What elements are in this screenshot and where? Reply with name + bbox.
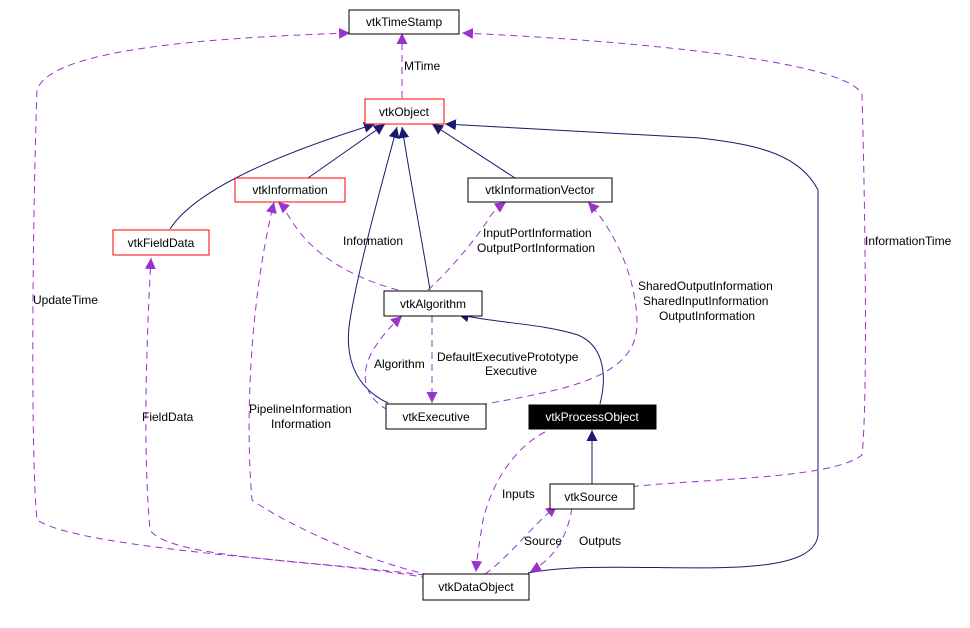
label-algorithm: Algorithm xyxy=(374,357,425,371)
edge-dataobject-to-object xyxy=(444,119,819,574)
edge-algorithm-information xyxy=(277,201,399,291)
nodes: vtkTimeStamp vtkObject vtkInformation vt… xyxy=(112,9,657,601)
inheritance-edges xyxy=(169,119,819,574)
node-label: vtkAlgorithm xyxy=(400,297,466,311)
edge-algorithm-to-object xyxy=(398,126,431,291)
label-source: Source xyxy=(524,534,562,548)
label-update-time: UpdateTime xyxy=(33,293,98,307)
node-vtk-information[interactable]: vtkInformation xyxy=(234,177,346,203)
edge-dataobject-fielddata xyxy=(144,257,429,579)
edge-algorithm-port-information xyxy=(427,201,507,291)
node-label: vtkTimeStamp xyxy=(366,15,443,29)
edge-information-to-object xyxy=(307,123,386,179)
label-shared-output-information: SharedOutputInformation xyxy=(638,279,773,293)
label-default-executive-prototype: DefaultExecutivePrototype xyxy=(437,350,579,364)
label-field-data: FieldData xyxy=(142,410,194,424)
node-label: vtkInformationVector xyxy=(485,183,594,197)
node-label: vtkSource xyxy=(564,490,618,504)
label-executive: Executive xyxy=(485,364,537,378)
edge-informationvector-to-object xyxy=(431,123,516,179)
label-inputs: Inputs xyxy=(502,487,535,501)
label-output-port-information: OutputPortInformation xyxy=(477,241,595,255)
node-vtk-data-object[interactable]: vtkDataObject xyxy=(422,573,530,601)
node-vtk-object[interactable]: vtkObject xyxy=(364,98,445,125)
edge-executive-algorithm xyxy=(364,315,403,411)
label-pipeline-information: PipelineInformation xyxy=(249,402,352,416)
node-vtk-field-data[interactable]: vtkFieldData xyxy=(112,229,210,256)
label-mtime: MTime xyxy=(404,59,441,73)
node-vtk-process-object[interactable]: vtkProcessObject xyxy=(528,404,657,430)
edge-inputs xyxy=(471,431,546,573)
edge-executive-to-object xyxy=(347,126,400,404)
label-shared-input-information: SharedInputInformation xyxy=(643,294,768,308)
label-outputs: Outputs xyxy=(579,534,621,548)
edge-dataobject-pipeline-information xyxy=(248,201,431,576)
label-input-port-information: InputPortInformation xyxy=(483,226,592,240)
edge-fielddata-to-object xyxy=(169,122,376,230)
node-label: vtkInformation xyxy=(252,183,327,197)
node-label: vtkExecutive xyxy=(402,410,470,424)
edge-update-time xyxy=(32,27,426,576)
node-vtk-source[interactable]: vtkSource xyxy=(549,483,635,510)
edge-labels: MTime Information InputPortInformation O… xyxy=(33,59,952,548)
edge-processobject-to-algorithm xyxy=(457,311,604,405)
edge-information-time xyxy=(461,27,866,489)
node-label: vtkProcessObject xyxy=(545,410,639,424)
node-label: vtkObject xyxy=(379,105,430,119)
node-vtk-algorithm[interactable]: vtkAlgorithm xyxy=(383,290,483,317)
association-edges xyxy=(32,27,866,579)
label-information: Information xyxy=(343,234,403,248)
node-label: vtkDataObject xyxy=(438,580,514,594)
label-output-information: OutputInformation xyxy=(659,309,755,323)
edge-outputs xyxy=(529,507,573,573)
node-label: vtkFieldData xyxy=(128,236,195,250)
edge-executive-shared-information xyxy=(479,201,638,406)
label-information-2: Information xyxy=(271,417,331,431)
node-vtk-time-stamp[interactable]: vtkTimeStamp xyxy=(348,9,460,35)
label-information-time: InformationTime xyxy=(865,234,952,248)
node-vtk-executive[interactable]: vtkExecutive xyxy=(385,403,487,430)
node-vtk-information-vector[interactable]: vtkInformationVector xyxy=(467,177,613,203)
